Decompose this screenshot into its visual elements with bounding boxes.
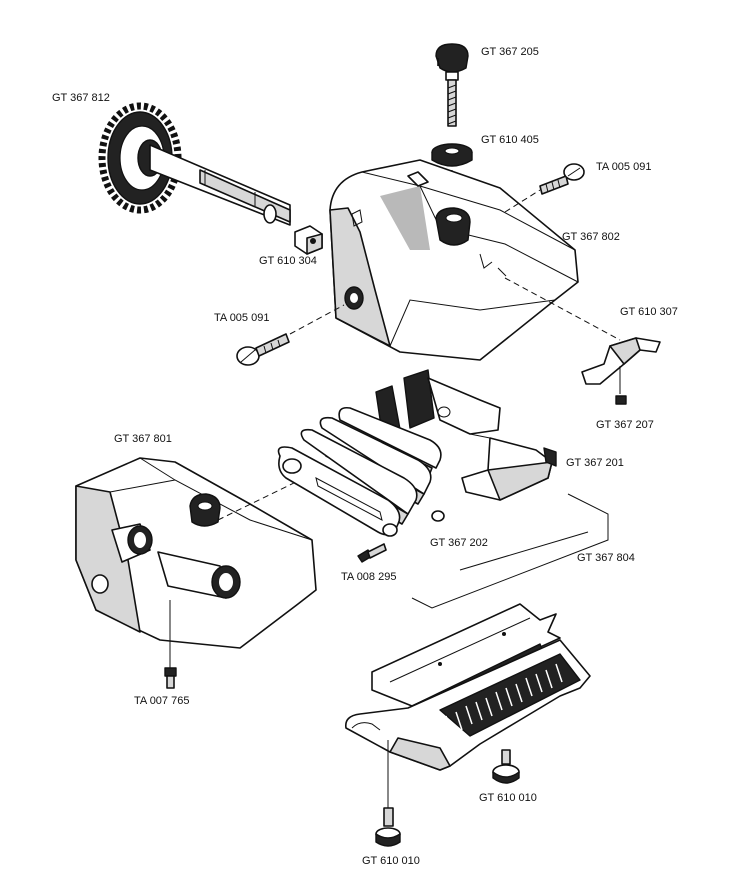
small-screw-bottom [164, 667, 177, 689]
label-ta-007-765: TA 007 765 [134, 695, 189, 707]
axis-line [504, 189, 541, 213]
label-gt-367-812: GT 367 812 [52, 92, 110, 104]
axis-line [289, 304, 345, 335]
label-gt-367-202: GT 367 202 [430, 537, 488, 549]
side-screw-right [539, 163, 585, 195]
label-gt-367-205: GT 367 205 [481, 46, 539, 58]
label-gt-610-010-right: GT 610 010 [479, 792, 537, 804]
blade-set [344, 603, 591, 771]
label-gt-610-010-bottom: GT 610 010 [362, 855, 420, 867]
gear-shaft [98, 102, 291, 226]
label-gt-610-405: GT 610 405 [481, 134, 539, 146]
label-ta-005-091-right: TA 005 091 [596, 161, 651, 173]
upper-housing [329, 159, 579, 361]
pin [357, 543, 387, 563]
lever-arm [375, 369, 557, 501]
leader-bracket [411, 493, 609, 609]
blade-screw-right [492, 749, 520, 784]
label-ta-008-295: TA 008 295 [341, 571, 396, 583]
square-nut [294, 225, 323, 255]
label-gt-367-201: GT 367 201 [566, 457, 624, 469]
label-gt-367-804: GT 367 804 [577, 552, 635, 564]
side-screw-left [236, 333, 290, 366]
blade-screw-bottom [375, 807, 401, 847]
axis-line [504, 277, 621, 341]
thumb-screw [435, 43, 469, 127]
clamp-bracket [581, 337, 661, 405]
label-gt-610-307: GT 610 307 [620, 306, 678, 318]
label-gt-610-304: GT 610 304 [259, 255, 317, 267]
label-gt-367-207: GT 367 207 [596, 419, 654, 431]
leader-line [459, 531, 589, 571]
label-gt-367-802: GT 367 802 [562, 231, 620, 243]
link-plates [277, 406, 445, 537]
washer [431, 143, 473, 167]
lower-housing [75, 457, 317, 649]
label-gt-367-801: GT 367 801 [114, 433, 172, 445]
label-ta-005-091-left: TA 005 091 [214, 312, 269, 324]
